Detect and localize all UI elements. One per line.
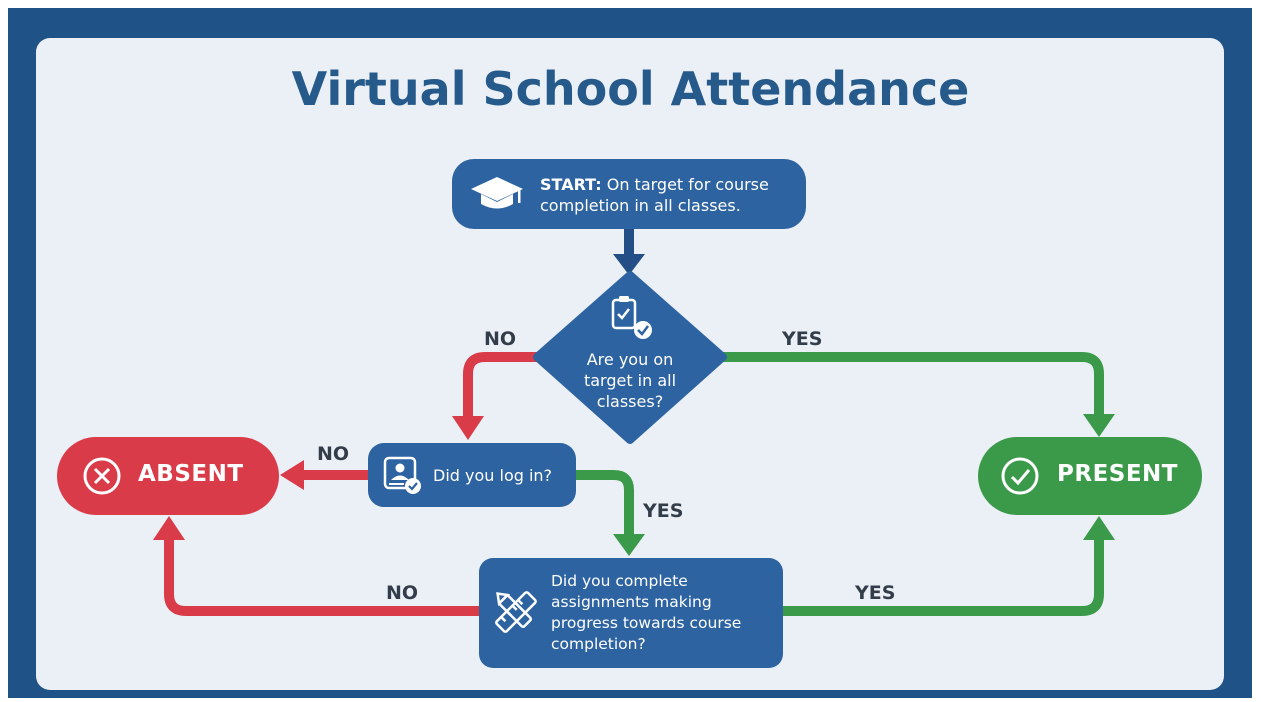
present-label: PRESENT [1057, 461, 1178, 487]
graduation-cap-icon [471, 177, 523, 209]
connector-decision1-yes [720, 352, 1115, 437]
decision3-line: assignments making [551, 593, 712, 611]
branch-label-yes: YES [855, 582, 896, 604]
branch-label-yes: YES [782, 328, 823, 350]
pencil-ruler-icon [495, 591, 537, 633]
start-prefix: START: [540, 175, 602, 194]
branch-label-no: NO [484, 328, 517, 350]
decision2-node [368, 443, 576, 507]
present-node [978, 437, 1202, 515]
branch-label-no: NO [317, 443, 350, 465]
decision3-line: completion? [551, 635, 646, 653]
decision1-node [533, 271, 727, 444]
decision2-text: Did you log in? [433, 466, 553, 485]
decision1-line: classes? [596, 392, 664, 411]
start-node [452, 159, 806, 229]
connector-start-to-decision1 [613, 229, 645, 275]
clipboard-check-icon [611, 296, 652, 339]
connector-decision3-no [153, 516, 480, 616]
x-circle-icon [83, 457, 121, 495]
absent-label: ABSENT [138, 461, 244, 487]
decision1-text: Are you on target in all classes? [560, 349, 700, 412]
user-login-icon [383, 456, 421, 494]
decision3-line: Did you complete [551, 572, 688, 590]
branch-label-no: NO [386, 582, 419, 604]
check-circle-icon [1001, 457, 1039, 495]
connector-decision1-no [452, 352, 540, 440]
decision3-line: progress towards course [551, 614, 742, 632]
connector-decision3-yes [780, 516, 1115, 616]
absent-node [57, 437, 279, 515]
start-text: START: On target for course completion i… [540, 174, 802, 216]
decision1-line: Are you on [586, 350, 674, 369]
start-text-line1: On target for course [606, 175, 769, 194]
connector-decision2-no [280, 460, 370, 490]
start-text-line2: completion in all classes. [540, 196, 741, 215]
page-title: Virtual School Attendance [291, 62, 970, 116]
connector-decision2-yes [575, 470, 645, 556]
decision3-text: Did you complete assignments making prog… [551, 571, 779, 655]
decision3-node [479, 558, 783, 668]
branch-label-yes: YES [643, 500, 684, 522]
decision1-line: target in all [583, 371, 677, 390]
